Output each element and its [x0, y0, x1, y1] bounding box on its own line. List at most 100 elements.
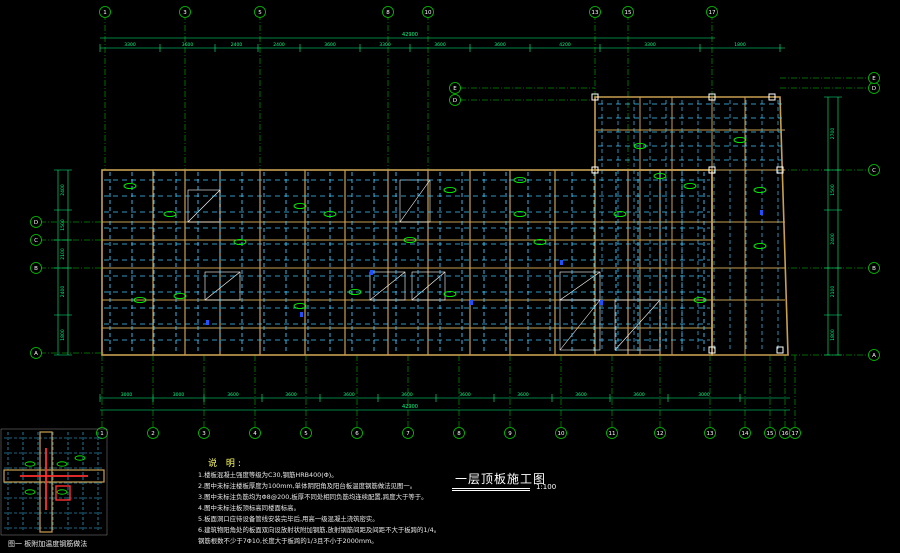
note-item: 6.建筑物阳角处的板面双向设放射状附加钢筋,放射钢筋间距及间距不大于板跨的1/4…: [198, 526, 441, 534]
axis-bubble: [99, 6, 111, 18]
slab-label: [123, 182, 137, 190]
axis-bubble: [382, 6, 394, 18]
drawing-title: 一层顶板施工图: [455, 472, 547, 486]
axis-label: B: [34, 266, 38, 272]
opening-outline: [369, 271, 406, 301]
slab-label: [348, 288, 362, 296]
dim-text: 2400: [830, 233, 836, 245]
general-notes: 说 明: 1.楼板混凝土强度等级为C30,钢筋HRB400(Φ)。2.图中未标注…: [198, 458, 528, 547]
axis-bubble: [30, 262, 42, 274]
axis-label: 3: [183, 10, 187, 16]
grid-lines: [40, 14, 868, 428]
axis-label: 13: [707, 431, 714, 437]
dim-text: 1500: [60, 219, 66, 231]
slab-label: [293, 302, 307, 310]
dim-text: 3600: [182, 42, 194, 48]
title-underline-double: [452, 490, 530, 491]
axis-label: A: [872, 353, 876, 359]
slab-label: [753, 186, 767, 194]
opening-outline: [187, 189, 221, 223]
axis-bubble: [449, 94, 461, 106]
detail-label: [56, 461, 68, 467]
detail-label: [56, 489, 68, 495]
axis-label: 1: [100, 431, 104, 437]
axis-label: 17: [709, 10, 716, 16]
axis-label: D: [872, 86, 876, 92]
detail-red-box: [55, 485, 71, 501]
axis-bubble: [868, 349, 880, 361]
column: [591, 166, 599, 174]
dim-text: 3600: [401, 392, 413, 398]
axis-label: 5: [258, 10, 262, 16]
axis-label: E: [872, 76, 876, 82]
slab-label: [133, 296, 147, 304]
dim-text: 3600: [494, 42, 506, 48]
embedded-marker: [370, 270, 373, 275]
floor-outline-wing: [594, 96, 789, 356]
dim-text: 2100: [830, 286, 836, 298]
axis-label: 9: [508, 431, 512, 437]
slab-label: [323, 210, 337, 218]
embedded-marker: [600, 300, 603, 305]
slab-label: [753, 242, 767, 250]
axis-label: 15: [767, 431, 774, 437]
embedded-marker: [206, 320, 209, 325]
rebar-lines: [104, 93, 784, 354]
dim-text: 1500: [830, 184, 836, 196]
axis-label: E: [453, 86, 457, 92]
column: [708, 346, 716, 354]
slab-label: [633, 142, 647, 150]
slab-label: [163, 210, 177, 218]
slab-label: [403, 236, 417, 244]
embedded-marker: [560, 260, 563, 265]
opening-diagonal: [411, 271, 446, 301]
axis-label: B: [872, 266, 876, 272]
column: [768, 93, 776, 101]
axis-label: 2: [151, 431, 155, 437]
dim-text: 2400: [60, 184, 66, 196]
dim-text: 2400: [60, 286, 66, 298]
opening-diagonal: [187, 189, 221, 223]
axis-label: 6: [355, 431, 359, 437]
axis-bubble: [30, 234, 42, 246]
axis-bubble: [198, 427, 210, 439]
axis-label: 14: [742, 431, 749, 437]
axis-bubble: [30, 347, 42, 359]
axis-bubble: [449, 82, 461, 94]
dim-text: 4200: [559, 42, 571, 48]
axis-label: C: [872, 168, 876, 174]
dim-text: 3000: [173, 392, 185, 398]
axis-bubble: [504, 427, 516, 439]
dim-text: 3600: [285, 392, 297, 398]
dim-text: 2700: [830, 128, 836, 140]
drawing-scale: 1:100: [536, 483, 557, 491]
slab-label: [683, 182, 697, 190]
column: [776, 346, 784, 354]
slab-label: [443, 186, 457, 194]
dim-text: 3600: [459, 392, 471, 398]
axis-bubble: [453, 427, 465, 439]
dim-text: 3600: [633, 392, 645, 398]
axis-bubble: [606, 427, 618, 439]
note-item: 钢筋根数不少于7Φ10,长度大于板跨的1/3且不小于2000mm。: [198, 537, 378, 545]
axis-bubble: [249, 427, 261, 439]
axis-label: 8: [386, 10, 390, 16]
axis-label: 1: [103, 10, 107, 16]
beam-outlines: [101, 96, 789, 356]
column: [776, 166, 784, 174]
axis-bubble: [351, 427, 363, 439]
axis-bubble: [704, 427, 716, 439]
dim-text: 2400: [273, 42, 285, 48]
opening-outline: [614, 299, 661, 351]
dim-text: 3600: [434, 42, 446, 48]
dim-text: 2400: [231, 42, 243, 48]
slab-label: [653, 172, 667, 180]
detail-figure-one: [0, 428, 108, 536]
axis-label: 16: [782, 431, 789, 437]
slab-label: [233, 238, 247, 246]
slab-label: [513, 176, 527, 184]
embedded-marker: [300, 312, 303, 317]
column: [591, 93, 599, 101]
axis-label: 15: [625, 10, 632, 16]
